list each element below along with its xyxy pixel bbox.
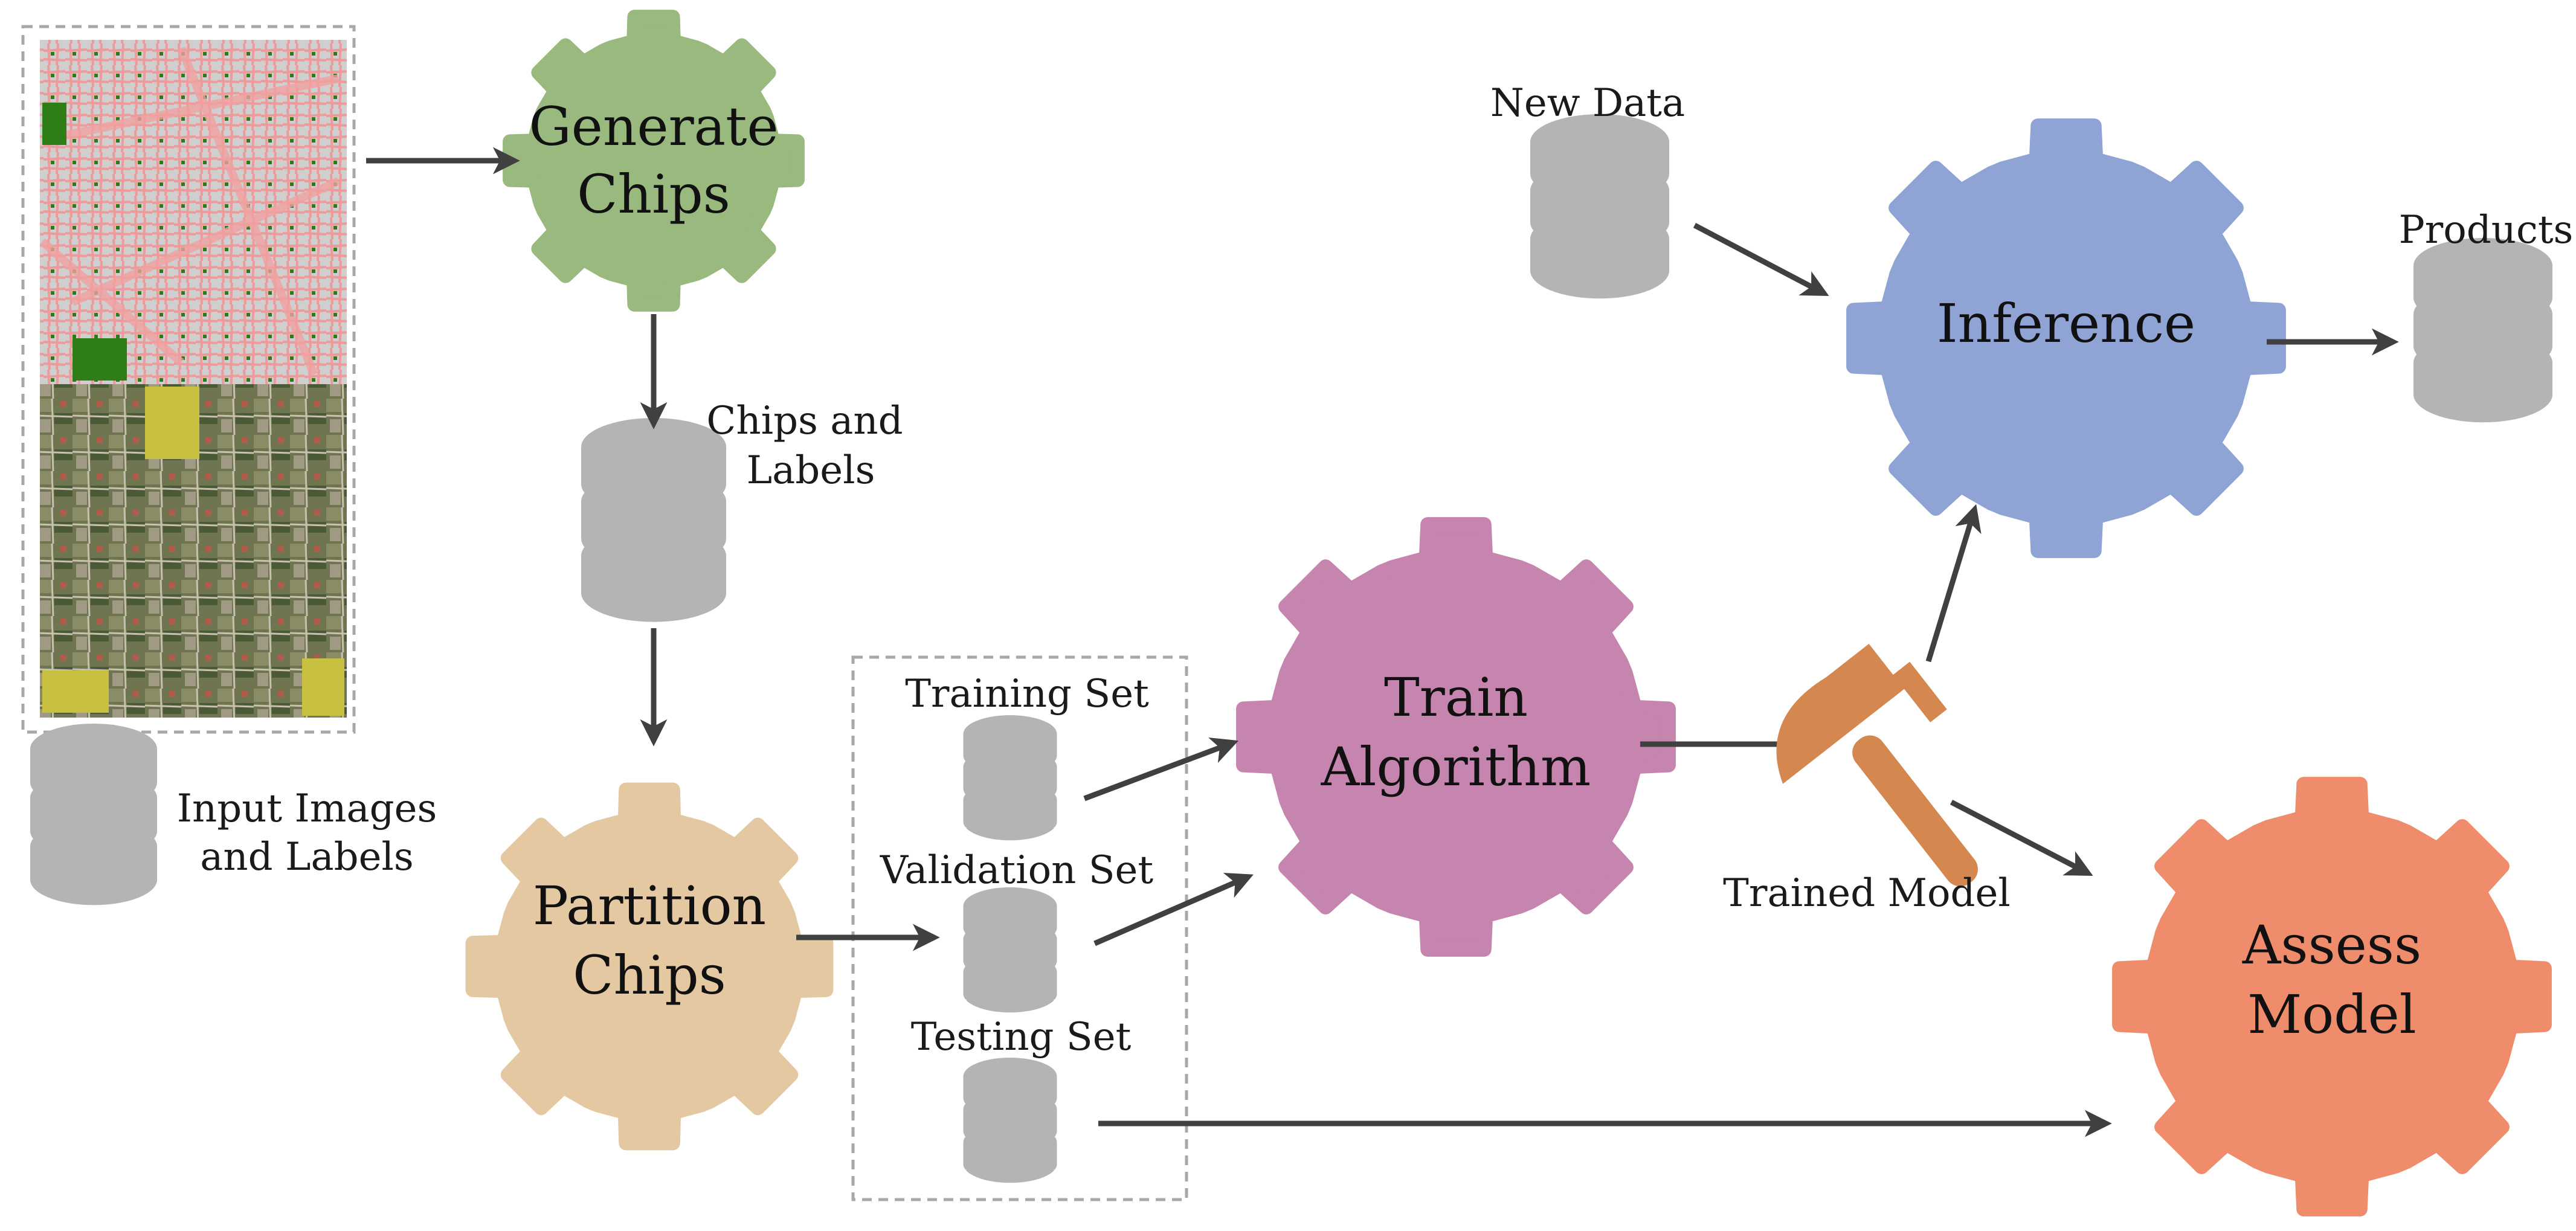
generate-gear-text-line1: Generate	[529, 95, 778, 158]
assess-gear-icon	[2112, 777, 2552, 1217]
training-set-database-icon	[960, 715, 1060, 849]
validation-set-label: Validation Set	[880, 848, 1154, 893]
label-map-vegetation-2	[72, 338, 127, 381]
testing-set-database-icon	[960, 1057, 1060, 1192]
generate-gear-text-line2: Chips	[577, 163, 730, 225]
label-map-vegetation	[42, 103, 66, 145]
chips-labels-database-icon	[578, 418, 729, 634]
arrows	[366, 147, 2399, 1137]
partition-gear-text-line1: Partition	[533, 875, 766, 937]
label-map-buildings	[39, 47, 340, 376]
validation-set-database-icon	[960, 887, 1060, 1021]
aerial-image-field-2	[302, 658, 344, 716]
train-gear-icon	[1236, 517, 1676, 957]
arrow-model-to-inference	[1925, 504, 1982, 663]
new-data-database-icon	[1527, 114, 1672, 310]
assess-gear-text-line2: Model	[2247, 983, 2417, 1046]
arrow-newdata-to-inference	[1693, 223, 1829, 297]
train-gear-text-line1: Train	[1384, 666, 1528, 728]
partition-gear-icon	[465, 782, 834, 1151]
trained-model-label: Trained Model	[1723, 871, 2011, 916]
input-images-database-icon	[27, 724, 160, 916]
aerial-image-field-3	[42, 670, 109, 713]
assess-gear-text-line1: Assess	[2242, 914, 2421, 976]
input-images-box	[21, 25, 356, 734]
partition-gear-text-line2: Chips	[573, 944, 726, 1006]
arrow-validation-to-train	[1093, 873, 1254, 947]
training-set-label: Training Set	[905, 672, 1149, 716]
inference-gear-icon	[1846, 118, 2286, 558]
train-gear-text-line2: Algorithm	[1321, 736, 1591, 798]
inference-gear-text: Inference	[1937, 292, 2195, 355]
partition-sets-box	[851, 655, 1188, 1201]
chips-labels-label-line1: Chips and	[706, 399, 903, 443]
products-database-icon	[2410, 238, 2555, 434]
new-data-label: New Data	[1490, 81, 1685, 126]
hammer-icon	[1776, 643, 1978, 887]
arrow-model-to-assess	[1950, 800, 2093, 876]
input-images-label-line1: Input Images	[177, 786, 437, 831]
aerial-image-field	[145, 387, 199, 459]
arrow-training-to-train	[1083, 737, 1239, 802]
input-images-label-line2: and Labels	[200, 835, 414, 879]
testing-set-label: Testing Set	[911, 1015, 1132, 1059]
chips-labels-label-line2: Labels	[747, 448, 875, 493]
generate-gear-icon	[503, 10, 805, 312]
products-label: Products	[2399, 208, 2574, 252]
